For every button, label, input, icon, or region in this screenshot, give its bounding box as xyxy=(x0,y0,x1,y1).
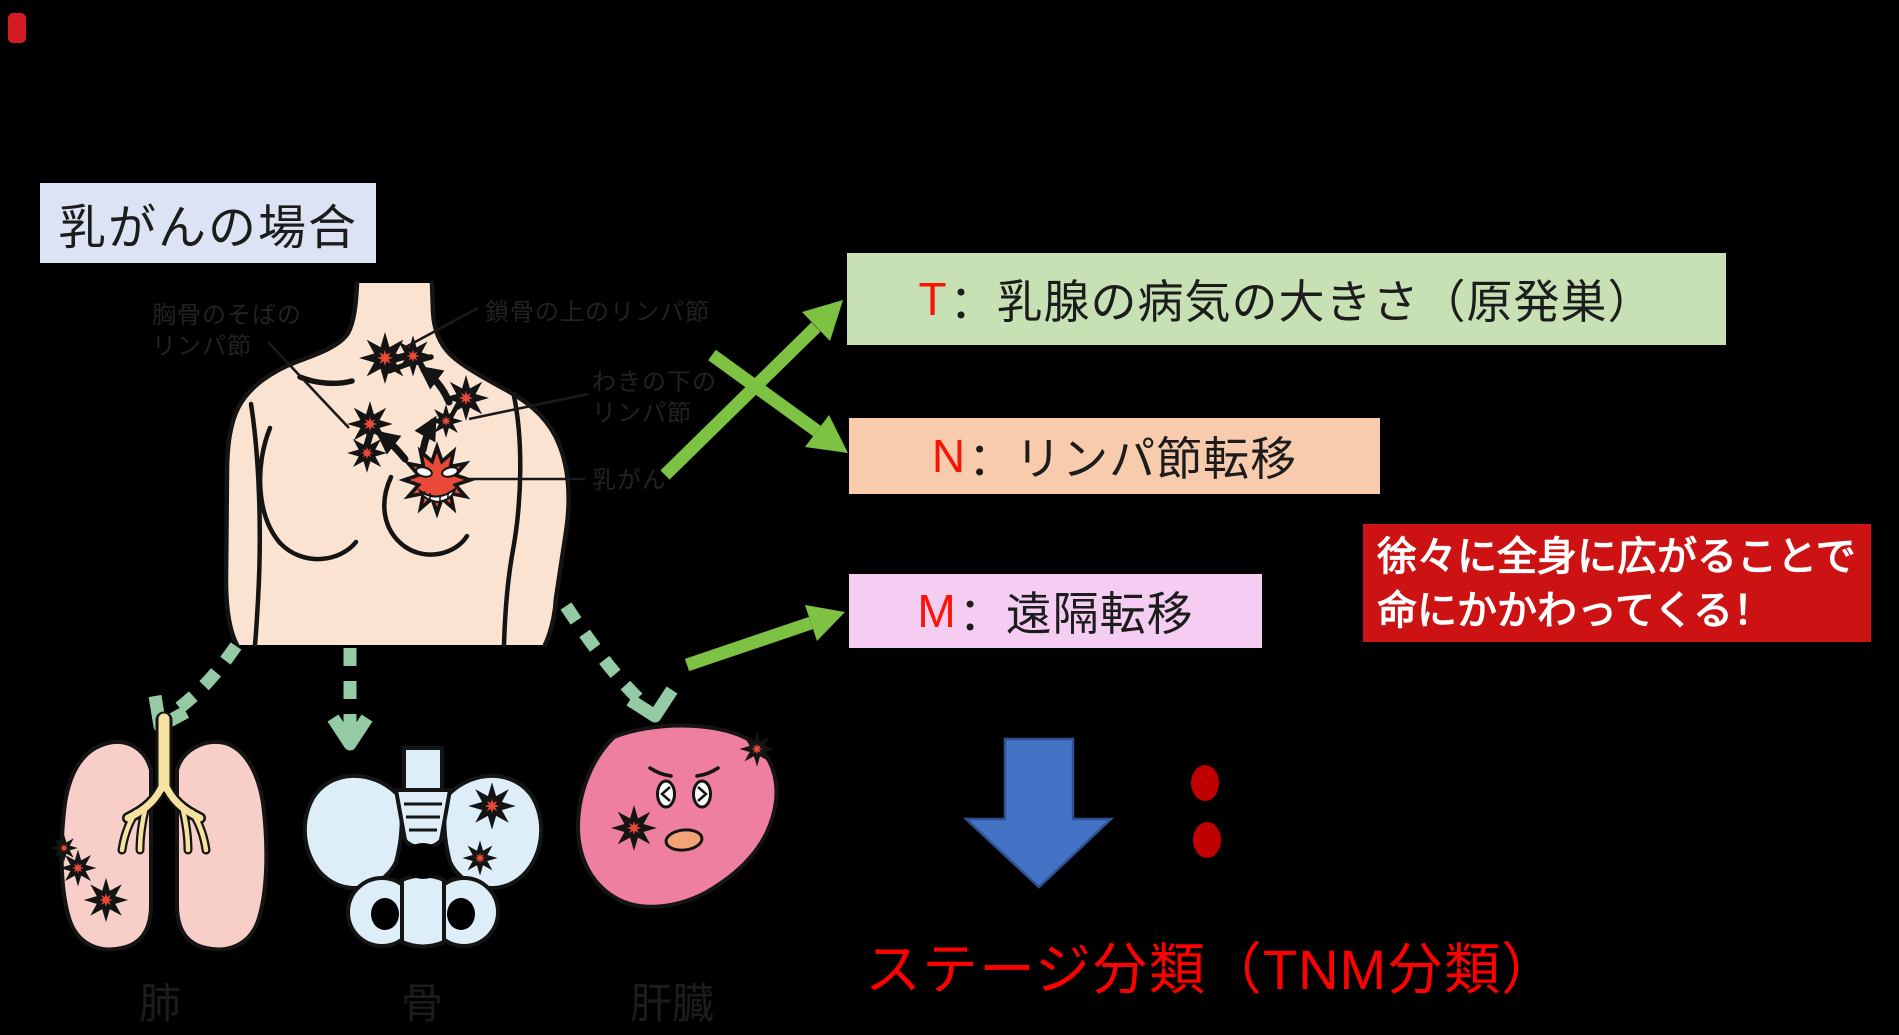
warning-line2: 命にかかわってくる！ xyxy=(1377,589,1773,633)
label-lung: 肺 xyxy=(138,980,181,1027)
arrow-to-n-icon xyxy=(708,349,848,453)
m-factor-box: M：遠隔転移 xyxy=(849,574,1262,648)
m-description: ：遠隔転移 xyxy=(958,588,1194,640)
page-title-text: 乳がんの場合 xyxy=(58,202,359,255)
colon-dots-icon xyxy=(1191,765,1221,858)
label-bone: 骨 xyxy=(400,980,443,1027)
n-factor-box: N：リンパ節転移 xyxy=(849,418,1380,494)
corner-marker xyxy=(8,13,26,43)
page-title: 乳がんの場合 xyxy=(40,183,376,263)
label-axilla-lymph: わきの下の リンパ節 xyxy=(592,369,717,427)
arrow-to-t-icon xyxy=(660,300,843,480)
pointer-lines xyxy=(267,306,589,481)
label-breast-cancer: 乳がん xyxy=(592,467,667,494)
liver-face xyxy=(648,766,720,852)
m-letter: M xyxy=(917,585,957,637)
t-description: ：乳腺の病気の大きさ（原発巣） xyxy=(949,276,1655,328)
warning-line1: 徐々に全身に広がることで xyxy=(1377,535,1856,579)
dashed-arrow-to-bone-icon xyxy=(327,648,373,751)
stage-classification-caption: ステージ分類（TNM分類） xyxy=(865,938,1559,1001)
label-clavicle-lymph: 鎖骨の上のリンパ節 xyxy=(485,299,710,326)
n-letter: N xyxy=(931,430,967,482)
label-sternum-lymph: 胸骨のそばの リンパ節 xyxy=(152,302,302,360)
warning-box: 徐々に全身に広がることで 命にかかわってくる！ xyxy=(1363,524,1871,642)
arrow-to-m-icon xyxy=(684,605,845,672)
label-liver: 肝臓 xyxy=(629,980,714,1027)
blue-down-arrow-icon xyxy=(962,737,1115,889)
torso-illustration xyxy=(223,280,589,648)
pelvis-icon xyxy=(302,746,544,949)
t-letter: T xyxy=(918,273,948,325)
spread-arrow-icons xyxy=(375,365,453,463)
n-description: ：リンパ節転移 xyxy=(968,433,1298,485)
t-factor-box: T：乳腺の病気の大きさ（原発巣） xyxy=(847,253,1726,345)
breast-tumor-icon xyxy=(402,445,472,515)
dashed-arrow-to-liver-icon xyxy=(560,602,678,723)
liver-icon xyxy=(575,723,779,909)
lungs-icon xyxy=(53,711,269,952)
